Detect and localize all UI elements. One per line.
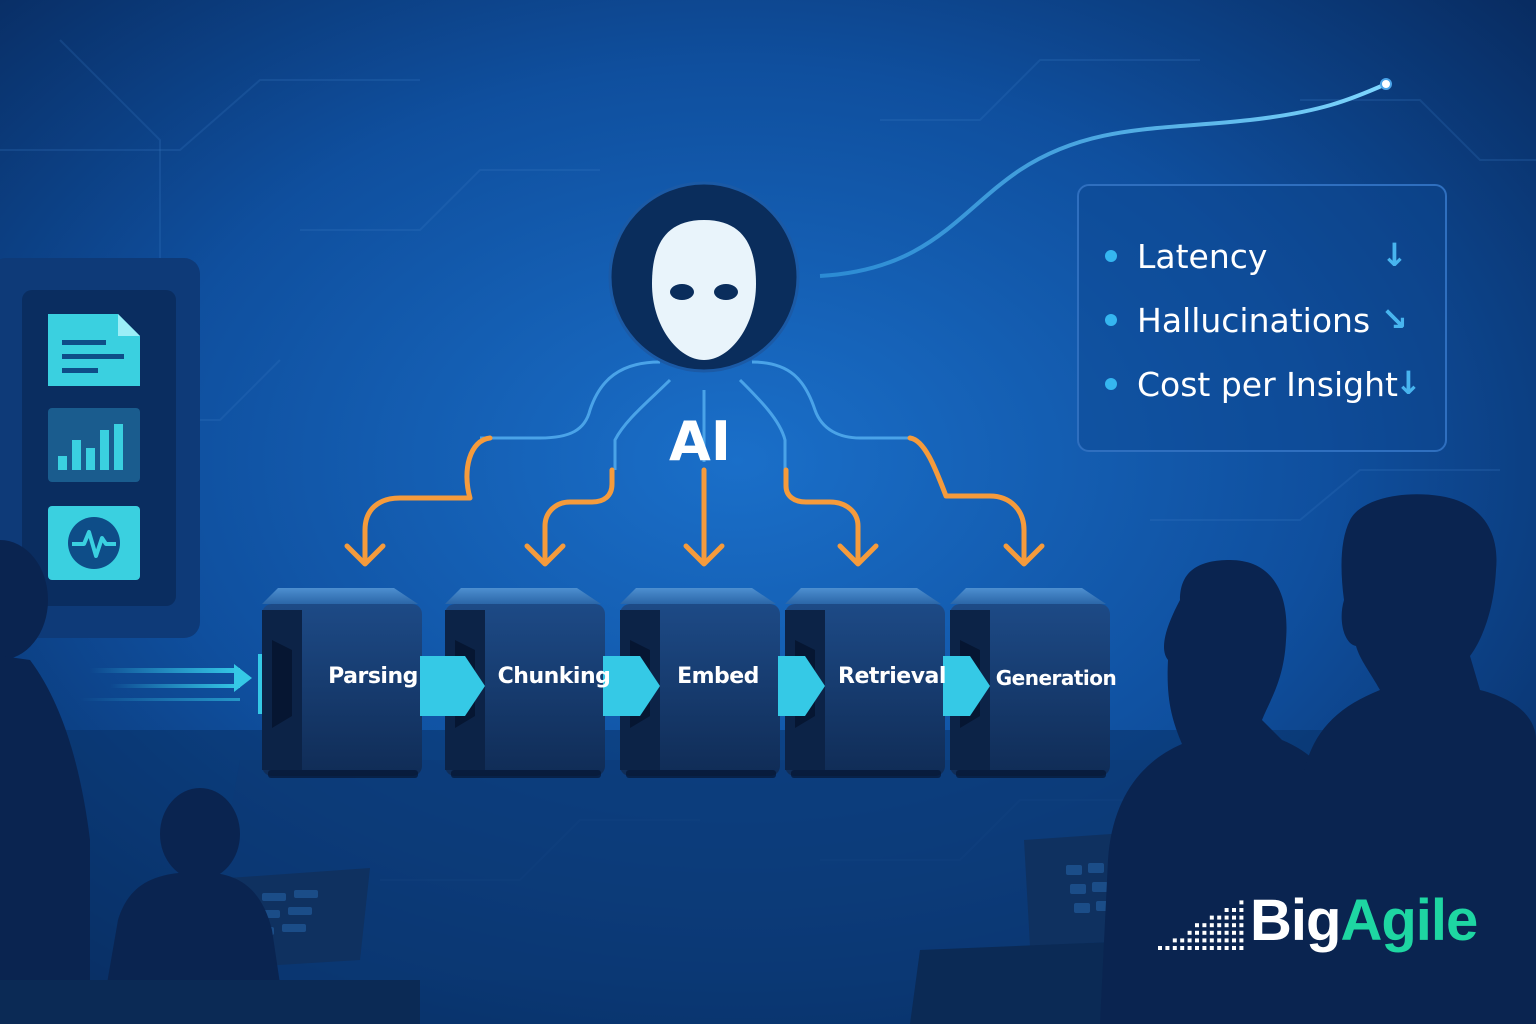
brand-signal-dot [1209, 930, 1214, 935]
stage-label-embed: Embed [677, 664, 759, 689]
ai-connector-lines [480, 360, 910, 470]
brand-signal-dot [1224, 908, 1229, 912]
brand-signal-dot [1232, 923, 1236, 928]
brand-signal-dot [1224, 915, 1229, 920]
pipeline-blocks [262, 588, 1110, 778]
brand-signal-dot [1187, 946, 1192, 950]
brand-name-agile: Agile [1340, 887, 1478, 953]
brand-signal-dot [1217, 915, 1222, 920]
brand-signal-dot [1232, 946, 1236, 950]
ai-dispatch-arrows [344, 435, 1045, 567]
pipeline-connector-arrow [603, 656, 660, 716]
brand-signal-dot [1202, 946, 1207, 950]
metric-latency: Latency [1105, 236, 1267, 276]
metric-hallucinations: Hallucinations [1105, 300, 1370, 340]
brand-name-big: Big [1250, 887, 1341, 953]
brand-signal-dot [1165, 946, 1170, 950]
brand-signal-dot [1187, 938, 1192, 943]
conveyor-platform [200, 760, 1240, 980]
brand-signal-dot [1180, 946, 1185, 950]
brand-signal-dot [1217, 930, 1222, 935]
metric-cost-per-insight: Cost per Insight [1105, 364, 1398, 404]
bullet-dot [1105, 250, 1117, 262]
brand-signal-dot [1239, 908, 1244, 912]
stage-label-parsing: Parsing [328, 664, 418, 689]
brand-signal-dot [1217, 923, 1222, 928]
bar-chart-icon [48, 408, 140, 482]
brand-signal-dot [1232, 938, 1236, 943]
brand-signal-dot [1232, 915, 1236, 920]
metric-label: Latency [1137, 236, 1268, 276]
brand-signal-dot [1209, 938, 1214, 943]
brand-signal-dot [1195, 930, 1199, 935]
bullet-dot [1105, 378, 1117, 390]
brand-logo: BigAgile [1156, 880, 1516, 960]
brand-signal-dot [1195, 938, 1199, 943]
brand-signal-dot [1172, 938, 1177, 943]
arrow-down-icon: ↓ [1381, 236, 1408, 274]
pipeline-connector-arrow [420, 656, 485, 716]
stage-label-chunking: Chunking [497, 664, 611, 689]
brand-signal-dot [1239, 946, 1244, 950]
metric-label: Hallucinations [1137, 300, 1371, 340]
pipeline-block-parsing [262, 588, 422, 778]
person-silhouette-woman [1100, 560, 1360, 1024]
brand-signal-dot [1180, 938, 1185, 943]
brand-signal-dot [1202, 930, 1207, 935]
brand-signal-dot [1209, 915, 1214, 920]
brand-signal-dot [1217, 938, 1222, 943]
brand-signal-dot [1172, 946, 1177, 950]
brand-signal-dot [1202, 923, 1207, 928]
person-at-laptop-left [0, 788, 420, 1024]
brand-signal-dot [1224, 938, 1229, 943]
brand-signal-dot [1239, 900, 1244, 905]
arrow-down-right-icon: ↘ [1381, 300, 1408, 338]
arrow-down-icon: ↓ [1395, 364, 1422, 402]
brand-signal-dot [1209, 923, 1214, 928]
brand-signal-dot [1239, 938, 1244, 943]
brand-signal-dot [1187, 930, 1192, 935]
stage-label-generation: Generation [995, 666, 1117, 690]
pipeline-block-embed [620, 588, 780, 778]
brand-signal-dot [1224, 923, 1229, 928]
metric-label: Cost per Insight [1137, 364, 1398, 404]
pipeline-connector-arrow [778, 656, 825, 716]
brand-signal-dot [1202, 938, 1207, 943]
brand-signal-dot [1217, 946, 1222, 950]
brand-signal-dot [1224, 930, 1229, 935]
brand-signal-dot [1239, 930, 1244, 935]
metrics-panel: Latency ↓ Hallucinations ↘ Cost per Insi… [1077, 184, 1447, 452]
brand-signal-dot [1232, 908, 1236, 912]
document-icon [48, 314, 140, 386]
brand-signal-dot [1158, 946, 1162, 950]
brand-signal-dot [1195, 923, 1199, 928]
brand-signal-dot [1224, 946, 1229, 950]
brand-signal-dot [1209, 946, 1214, 950]
person-silhouette-man [1296, 494, 1536, 1024]
stage-label-retrieval: Retrieval [838, 664, 946, 689]
brand-signal-dot [1232, 930, 1236, 935]
pulse-monitor-icon [48, 506, 140, 580]
person-silhouette-left [0, 540, 90, 1024]
ai-robot-icon [608, 181, 800, 373]
brand-signal-dot [1239, 915, 1244, 920]
brand-wordmark: BigAgile [1250, 887, 1478, 954]
bullet-dot [1105, 314, 1117, 326]
brand-signal-dot [1195, 946, 1199, 950]
brand-signal-icon [1158, 900, 1244, 950]
pipeline-connector-arrow [943, 656, 990, 716]
trend-curve [819, 78, 1392, 278]
brand-signal-dot [1239, 923, 1244, 928]
ai-label: AI [669, 410, 731, 473]
